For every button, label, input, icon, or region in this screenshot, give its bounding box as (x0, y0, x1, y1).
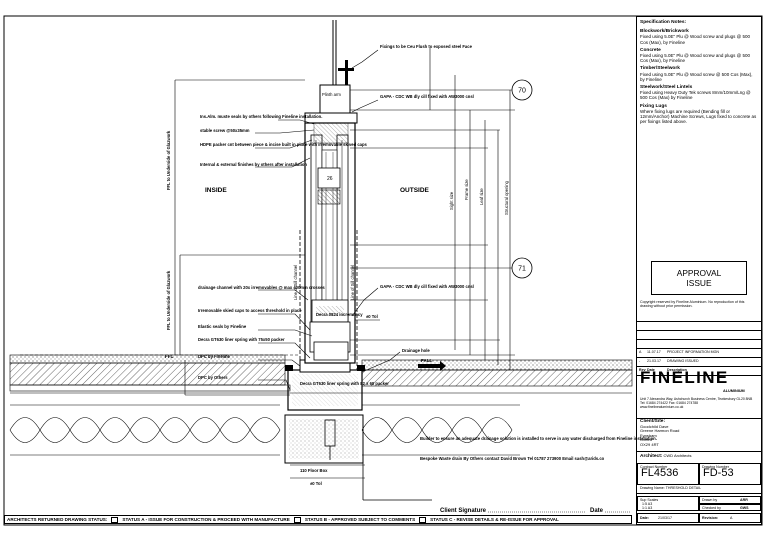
leaf-size-dim: Leaf size (479, 188, 484, 205)
spec-heading-4: Fixing Lugs (640, 103, 667, 109)
status-a-checkbox[interactable] (111, 516, 119, 523)
sill-line-left: Line of Sill channel (293, 265, 298, 300)
title-block: Specification Notes: Blockwork/Brickwork… (636, 16, 762, 525)
spec-text-1: Fixed using 5.0E" Plu @ Wood screw and p… (640, 53, 750, 64)
ffl-label: FFL (165, 354, 173, 359)
ffl-vertical-lower: FFL to Underside of Glazwork (166, 270, 171, 330)
revision-row: - 21.03.17 DRAWING ISSUED (637, 357, 761, 366)
revision-header: Rev Date Description (637, 366, 761, 376)
company-details: Unit 7 Alexandra Way, Ashchurch Business… (640, 397, 753, 409)
callout-70-label: 70 (518, 88, 526, 95)
inside-label: INSIDE (205, 187, 227, 194)
architect: Architect: CWD Architects (640, 453, 692, 459)
company-logo-sub: ALUMINIUM (723, 389, 745, 393)
dimension-lines (20, 48, 515, 479)
company-logo: FINELINE (640, 368, 729, 387)
approval-stamp: APPROVAL ISSUE (651, 261, 747, 295)
bespoke-waste-note: Bespoke Waste drain By Others contact Da… (420, 456, 605, 461)
status-a-label: STATUS A - ISSUE FOR CONSTRUCTION & PROC… (122, 517, 290, 522)
decra-upper-note: Decra GT630 liner spring with 75x50 pack… (198, 337, 285, 342)
spec-heading-2: Timber/Steelwork (640, 66, 680, 72)
scale-cell: Sup Scales 1:5 A3 1:1 A3 (637, 496, 699, 511)
checked-by-cell: Checked by GWS (699, 504, 761, 511)
spec-heading-1: Concrete (640, 47, 661, 53)
leader-lines (255, 49, 401, 391)
status-bar-label: ARCHITECTS RETURNED DRAWING STATUS: (7, 517, 108, 522)
spec-text-0: Fixed using 5.0E" Plu @ Wood screw and p… (640, 34, 750, 45)
client-signature-label: Client Signature (440, 508, 487, 514)
status-bar: ARCHITECTS RETURNED DRAWING STATUS: STAT… (4, 515, 632, 524)
frame-size-dim: Frame size (464, 179, 469, 200)
sill-line-right: Line of Sill channel (350, 265, 355, 300)
door-frame (304, 20, 358, 364)
top-plate-note: Fixings to be Ceu Flush to exposed steel… (380, 44, 473, 49)
spec-notes: Specification Notes: Blockwork/Brickwork… (640, 20, 758, 124)
spec-text-4: Where fixing lugs are required (Bending … (640, 108, 757, 125)
spec-text-3: Fixed using Heavy Duty Tek screws 8mm/10… (640, 90, 751, 101)
fall-label: FALL (421, 358, 432, 363)
approval-line-1: APPROVAL (676, 268, 722, 278)
glass-ref: 26 (327, 176, 333, 182)
plinth-label: Plinth arm (322, 92, 341, 97)
status-c-checkbox[interactable] (419, 516, 427, 523)
decra-lower-note: Decra GT630 liner spring with 82 x 60 pa… (300, 381, 389, 386)
status-b-label: STATUS B - APPROVED SUBJECT TO COMMENTS (304, 517, 416, 522)
revision-row: A 11.07.17 PROJECT INFORMATION MGN (637, 348, 761, 357)
timber-bead-note: Ins.Alm. muste seals by others following… (200, 114, 322, 119)
irremovable-caps-note: Irremovable skied caps to access thresho… (198, 308, 302, 313)
floor-box-dim: 110 Floor Box (300, 468, 328, 473)
copyright-note: Copyright reserved by Fineline Aluminium… (640, 300, 745, 309)
outside-label: OUTSIDE (400, 187, 430, 194)
gutter-note: Builder to ensure an adequate drainage s… (420, 436, 657, 441)
tol-dim-right: ±0 Tol (366, 314, 378, 319)
dpc-fineline-note: DPC by Fineline (198, 354, 231, 359)
drawing-name: Drawing Name: THRESHOLD DETAIL (640, 486, 702, 490)
elastic-seals-note: Elastic seals by Fineline (198, 324, 247, 329)
spec-text-2: Fixed using 5.0E" Plu @ Wood screw @ 500… (640, 71, 753, 82)
approval-line-2: ISSUE (686, 278, 712, 288)
drain-box (284, 414, 432, 501)
decra-small-note: Decra 0824 incremancy (316, 312, 363, 317)
revision-table: A 11.07.17 PROJECT INFORMATION MGN - 21.… (637, 321, 761, 376)
hdpe-note: HDPE packer cnt between piece & incise b… (200, 142, 368, 147)
gapa-lower-note: GAPA - CDC WB dly cill fixed with AW3000… (380, 284, 474, 289)
callout-71-label: 71 (518, 266, 526, 273)
date-cell: Date: 21/03/17 (637, 513, 699, 523)
ffl-vertical-upper: FFL to Underside of Glazwork (166, 130, 171, 190)
spec-heading-3: Steelwork/Steel Lintels (640, 85, 693, 91)
client-site: Client/Site: Goodchild Dave Greene Harmo… (640, 419, 680, 447)
stable-screw-note: stable screw @50x35mm (200, 128, 250, 133)
status-c-label: STATUS C - REVISE DETAILS & RE-ISSUE FOR… (430, 517, 559, 522)
drainage-channel-note: drainage channel with 20x irremovables @… (198, 285, 325, 290)
drainage-hole-label: Drainage hole (402, 348, 430, 353)
signature-date-label: Date (590, 508, 604, 514)
spec-title: Specification Notes: (640, 20, 687, 25)
internal-external-note: Internal & external finishes by others a… (200, 162, 307, 167)
drawn-by-cell: Drawn by ARR (699, 496, 761, 504)
spec-heading-0: Blockwork/Brickwork (640, 29, 689, 35)
structural-opening-dim: Structural opening (504, 180, 509, 215)
dpc-others-note: DPC by Others (198, 375, 228, 380)
revision-cell: Revision: A (699, 513, 761, 523)
gapa-upper-note: GAPA - CDC WB dly cill fixed with AW3000… (380, 94, 474, 99)
tol-dim-bottom: ±0 Tol (310, 481, 322, 486)
status-b-checkbox[interactable] (293, 516, 301, 523)
drawing-number-cell: Drawing Number FD-53 (699, 463, 761, 485)
sight-size-dim: Sight size (449, 191, 454, 210)
contract-number-cell: Contract Number FL4536 (637, 463, 699, 485)
